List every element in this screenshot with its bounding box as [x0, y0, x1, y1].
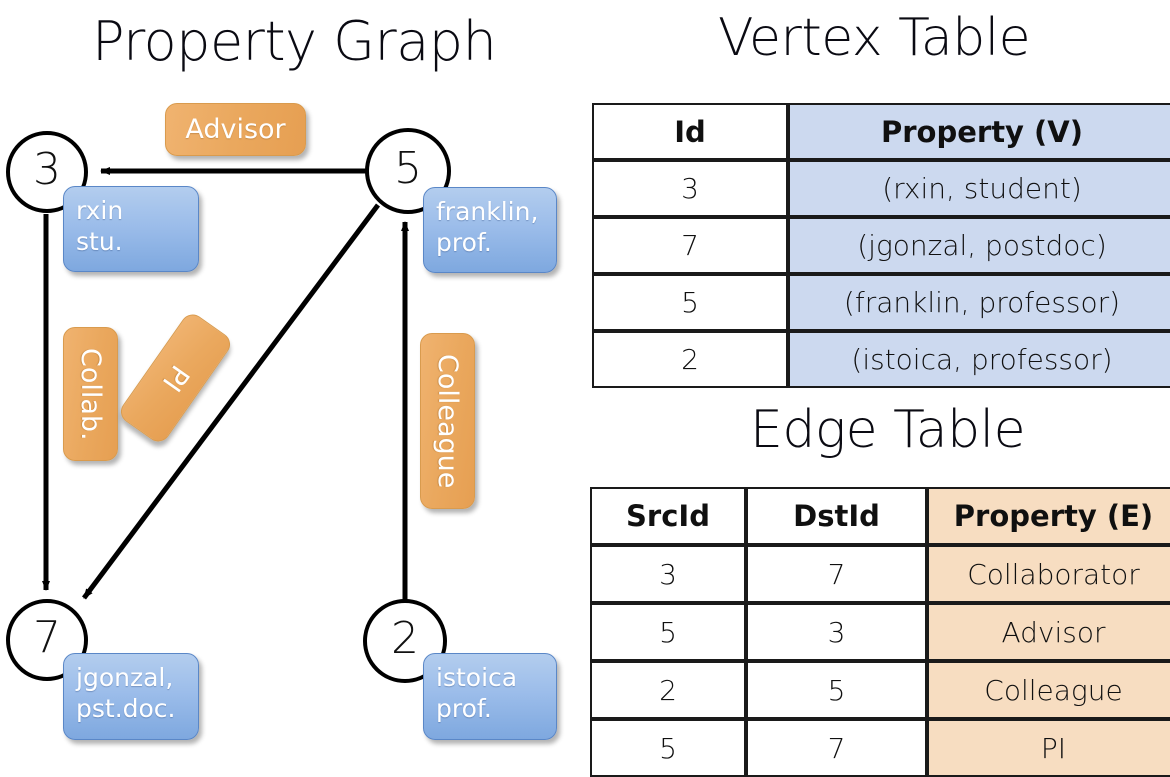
- cell-vertex-id: 7: [592, 217, 788, 274]
- edge-arrow-pi: [81, 203, 381, 600]
- graph-edge-arrows: [42, 167, 409, 600]
- cell-edge-dst: 3: [746, 603, 927, 661]
- page-title-edge-table: Edge Table: [750, 400, 1026, 460]
- cell-edge-property: PI: [927, 719, 1170, 777]
- graph-node-2[interactable]: 2: [363, 599, 447, 683]
- edge-callout-collab-label: Collab.: [75, 347, 106, 441]
- edge-callout-colleague: Colleague: [420, 333, 475, 509]
- vertex-callout-istoica: istoica prof.: [423, 653, 557, 740]
- vertex-callout-franklin-line2: prof.: [436, 227, 492, 257]
- property-graph-panel: Property Graph 3 5 7 2 rxin stu. frankli…: [0, 0, 585, 760]
- cell-vertex-id: 3: [592, 160, 788, 217]
- cell-edge-property: Collaborator: [927, 545, 1170, 603]
- cell-vertex-property: (franklin, professor): [788, 274, 1170, 331]
- cell-edge-src: 5: [590, 719, 746, 777]
- table-header-row: SrcId DstId Property (E): [590, 487, 1170, 545]
- table-row[interactable]: 3 7 Collaborator: [590, 545, 1170, 603]
- column-header-property-e: Property (E): [927, 487, 1170, 545]
- vertex-callout-franklin-line1: franklin,: [436, 197, 539, 226]
- vertex-callout-rxin-line1: rxin: [76, 196, 124, 225]
- vertex-table: Id Property (V) 3 (rxin, student) 7 (jgo…: [592, 103, 1170, 388]
- vertex-callout-jgonzal-line2: pst.doc.: [76, 693, 176, 723]
- vertex-callout-istoica-line1: istoica: [436, 663, 518, 692]
- cell-vertex-property: (istoica, professor): [788, 331, 1170, 388]
- table-row[interactable]: 7 (jgonzal, postdoc): [592, 217, 1170, 274]
- edge-callout-pi-label: PI: [155, 359, 196, 397]
- graph-node-5-label: 5: [394, 143, 422, 194]
- edge-callout-collab: Collab.: [63, 327, 118, 461]
- cell-edge-dst: 7: [746, 719, 927, 777]
- table-row[interactable]: 3 (rxin, student): [592, 160, 1170, 217]
- table-row[interactable]: 2 5 Colleague: [590, 661, 1170, 719]
- edge-callout-colleague-label: Colleague: [432, 353, 463, 489]
- cell-edge-property: Colleague: [927, 661, 1170, 719]
- vertex-callout-rxin-line2: stu.: [76, 226, 123, 256]
- page-title-property-graph: Property Graph: [92, 10, 497, 73]
- graph-node-5[interactable]: 5: [365, 128, 451, 214]
- graph-node-7-label: 7: [33, 612, 61, 663]
- edge-callout-advisor: Advisor: [165, 103, 306, 156]
- table-row[interactable]: 5 7 PI: [590, 719, 1170, 777]
- graph-node-3-label: 3: [33, 144, 61, 195]
- cell-edge-dst: 5: [746, 661, 927, 719]
- cell-vertex-id: 5: [592, 274, 788, 331]
- table-row[interactable]: 2 (istoica, professor): [592, 331, 1170, 388]
- vertex-callout-jgonzal-line1: jgonzal,: [76, 663, 174, 692]
- cell-edge-src: 5: [590, 603, 746, 661]
- graph-node-2-label: 2: [391, 613, 419, 664]
- edge-table: SrcId DstId Property (E) 3 7 Collaborato…: [590, 487, 1170, 777]
- cell-vertex-id: 2: [592, 331, 788, 388]
- vertex-callout-franklin: franklin, prof.: [423, 187, 557, 273]
- vertex-callout-istoica-line2: prof.: [436, 693, 492, 723]
- cell-edge-property: Advisor: [927, 603, 1170, 661]
- vertex-callout-jgonzal: jgonzal, pst.doc.: [63, 653, 199, 740]
- table-row[interactable]: 5 3 Advisor: [590, 603, 1170, 661]
- column-header-property-v: Property (V): [788, 103, 1170, 160]
- cell-edge-dst: 7: [746, 545, 927, 603]
- cell-edge-src: 2: [590, 661, 746, 719]
- edge-callout-advisor-label: Advisor: [185, 114, 286, 145]
- column-header-id: Id: [592, 103, 788, 160]
- cell-edge-src: 3: [590, 545, 746, 603]
- table-header-row: Id Property (V): [592, 103, 1170, 160]
- column-header-dstid: DstId: [746, 487, 927, 545]
- table-row[interactable]: 5 (franklin, professor): [592, 274, 1170, 331]
- cell-vertex-property: (rxin, student): [788, 160, 1170, 217]
- column-header-srcid: SrcId: [590, 487, 746, 545]
- cell-vertex-property: (jgonzal, postdoc): [788, 217, 1170, 274]
- page-title-vertex-table: Vertex Table: [718, 8, 1031, 68]
- vertex-callout-rxin: rxin stu.: [63, 186, 199, 272]
